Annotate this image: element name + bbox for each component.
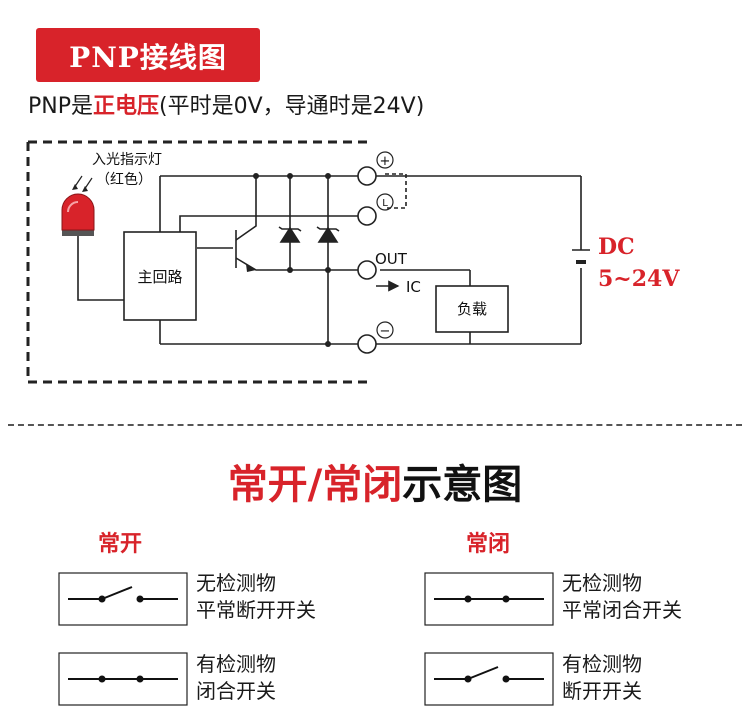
sensor-housing <box>26 140 368 384</box>
no-row-2-line2: 闭合开关 <box>196 679 276 703</box>
indicator-lamp-icon <box>61 175 95 236</box>
dc-supply-battery-icon <box>572 249 590 264</box>
section-divider <box>8 424 742 426</box>
terminal-plus <box>357 166 377 186</box>
indicator-label-line2: （红色） <box>96 171 152 188</box>
nc-column-heading: 常闭 <box>466 532 511 557</box>
terminal-plus-label: + <box>380 154 391 169</box>
nc-row-2-line2: 断开开关 <box>562 679 642 703</box>
no-row-1-description: 无检测物 平常断开开关 <box>196 570 316 624</box>
section-title-black: 示意图 <box>402 462 523 508</box>
nc-switch-no-object <box>424 572 554 626</box>
section-title: 常开/常闭示意图 <box>0 452 750 510</box>
subtitle: PNP是正电压(平时是0V，导通时是24V) <box>28 88 424 120</box>
nc-switch-with-object <box>424 652 554 706</box>
no-switch-with-object <box>58 652 188 706</box>
terminal-out <box>357 260 377 280</box>
terminal-l-label: L <box>382 198 388 209</box>
terminal-minus <box>357 334 377 354</box>
load-box <box>435 285 509 333</box>
no-column-heading: 常开 <box>98 532 143 557</box>
terminal-l <box>357 206 377 226</box>
main-circuit-block <box>123 231 197 321</box>
supply-label-line2: 5~24V <box>598 266 680 292</box>
ground-bracket <box>385 173 407 209</box>
nc-row-1-line1: 无检测物 <box>562 571 642 595</box>
ic-label: IC <box>406 278 421 296</box>
no-row-2-line1: 有检测物 <box>196 652 276 676</box>
title-banner: PNP接线图 <box>36 28 260 82</box>
zener-diode-2 <box>317 226 339 243</box>
section-title-red: 常开/常闭 <box>227 462 403 508</box>
banner-title: PNP接线图 <box>69 41 227 74</box>
nc-row-1-description: 无检测物 平常闭合开关 <box>562 570 682 624</box>
no-row-1-line1: 无检测物 <box>196 571 276 595</box>
no-row-2-description: 有检测物 闭合开关 <box>196 651 276 705</box>
no-row-1-line2: 平常断开开关 <box>196 598 316 622</box>
pnp-wiring-diagram: 主回路 入光指示灯 （红色） + L − OUT IC 负载 DC 5~24V <box>26 140 680 384</box>
terminal-minus-label: − <box>380 324 391 339</box>
nc-row-1-line2: 平常闭合开关 <box>562 598 682 622</box>
zener-diode-1 <box>279 226 301 243</box>
nc-row-2-description: 有检测物 断开开关 <box>562 651 642 705</box>
indicator-label-line1: 入光指示灯 <box>92 152 162 168</box>
load-label: 负载 <box>457 300 487 318</box>
subtitle-highlight: 正电压 <box>93 94 160 119</box>
subtitle-suffix: (平时是0V，导通时是24V) <box>159 94 425 119</box>
subtitle-prefix: PNP是 <box>28 94 93 119</box>
no-switch-no-object <box>58 572 188 626</box>
main-circuit-label: 主回路 <box>137 268 182 286</box>
nc-row-2-line1: 有检测物 <box>562 652 642 676</box>
supply-label-line1: DC <box>598 234 635 260</box>
out-label: OUT <box>375 250 408 268</box>
